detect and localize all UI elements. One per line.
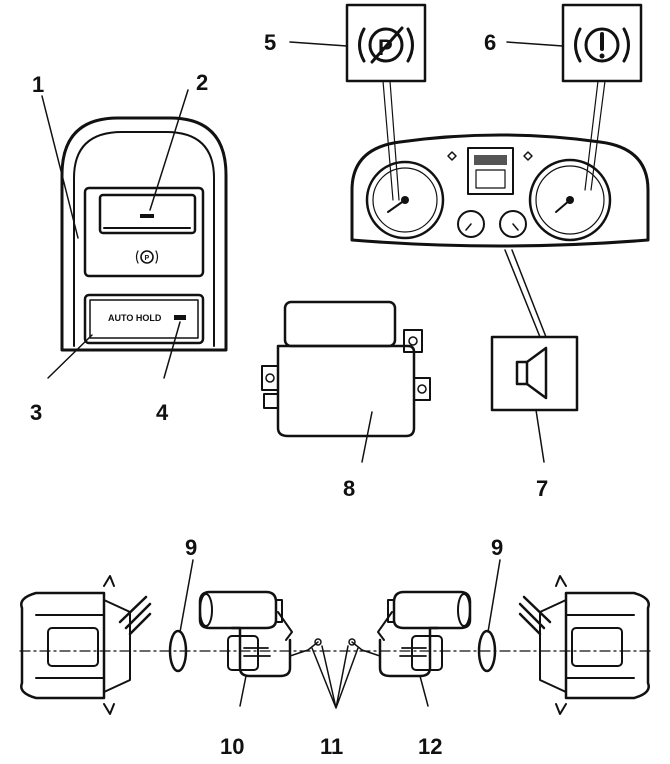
svg-text:P: P [145, 255, 150, 262]
brake-warning-exclamation-icon [574, 27, 630, 63]
leader-line-8 [361, 411, 373, 463]
callout-3: 3 [30, 400, 42, 425]
callout-2: 2 [196, 70, 208, 95]
leader-line-9-left [179, 559, 194, 633]
callout-11: 11 [320, 734, 343, 759]
leader-line-7 [535, 409, 545, 463]
tachometer-gauge [365, 160, 445, 240]
callout-8: 8 [343, 476, 355, 501]
callout-10: 10 [220, 734, 244, 759]
left-brake-caliper-carrier [20, 575, 152, 715]
callout-5: 5 [264, 30, 276, 55]
parking-brake-p-icon: P [358, 26, 414, 64]
seal-ring-left [168, 629, 188, 673]
auto-hold-label: AUTO HOLD [108, 313, 162, 323]
callout-6: 6 [484, 30, 496, 55]
leader-line-11 [311, 645, 359, 709]
callout-4: 4 [156, 400, 169, 425]
temperature-gauge [499, 210, 527, 238]
parking-brake-control-unit [261, 300, 431, 438]
instrument-cluster [350, 133, 650, 248]
lamp-6-connector [584, 80, 606, 191]
switch-indicator-led [140, 214, 154, 218]
callout-12: 12 [418, 734, 442, 759]
auto-hold-button [83, 293, 205, 345]
leader-line-3 [47, 334, 93, 379]
callout-9-left: 9 [185, 535, 197, 560]
warning-buzzer [490, 335, 579, 412]
parking-brake-switch-icon: P [135, 250, 159, 264]
left-parking-brake-motor [198, 590, 322, 678]
speedometer-gauge [528, 158, 612, 242]
leader-line-2 [149, 89, 189, 211]
seal-ring-right [477, 629, 497, 673]
leader-line-12 [419, 675, 429, 707]
speaker-icon [515, 346, 548, 400]
callout-1: 1 [32, 72, 44, 97]
lamp-5-connector [382, 80, 400, 201]
right-brake-caliper-carrier [518, 575, 650, 715]
right-parking-brake-motor [348, 590, 472, 678]
parking-brake-warning-lamp: P [345, 3, 427, 83]
leader-line-1 [41, 95, 79, 239]
callout-7: 7 [536, 476, 548, 501]
cluster-display [467, 147, 514, 195]
leader-line-5 [289, 41, 348, 47]
fuel-gauge [457, 210, 485, 238]
auto-hold-indicator-led [174, 315, 186, 320]
leader-line-4 [163, 321, 181, 379]
brake-warning-lamp [561, 3, 643, 83]
leader-line-9-right [487, 559, 501, 633]
callout-9-right: 9 [491, 535, 503, 560]
leader-line-6 [506, 41, 564, 47]
leader-line-10 [239, 675, 247, 707]
center-console-switch-panel: P AUTO HOLD [60, 116, 228, 352]
buzzer-connector [504, 249, 547, 338]
